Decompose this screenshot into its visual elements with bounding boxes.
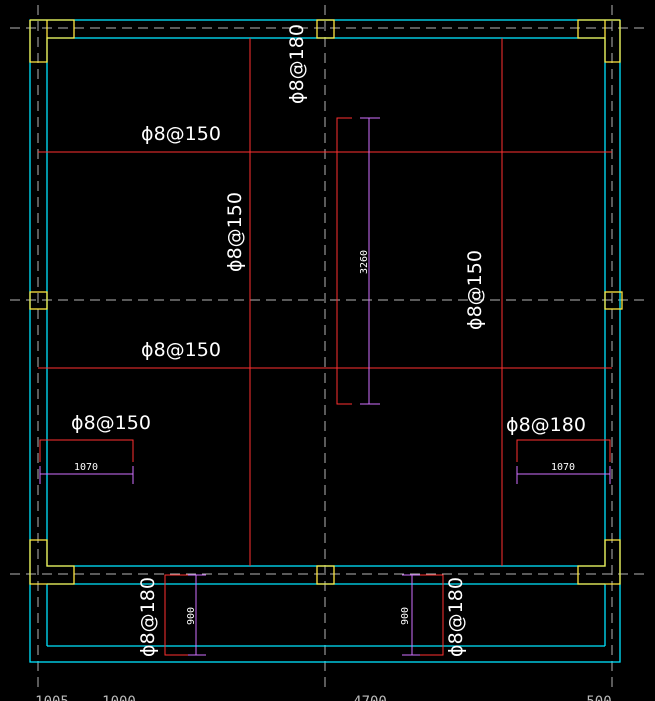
label-bottom-left: ϕ8@180	[137, 577, 159, 657]
label-upper-span: ϕ8@150	[141, 123, 221, 145]
label-top-center: ϕ8@180	[286, 24, 308, 104]
dimension-texts: 3260 1070 1070 900 900	[74, 250, 575, 625]
column-top-left	[29, 19, 75, 63]
axis-label: 4700	[353, 694, 387, 701]
grid-lines	[10, 5, 650, 690]
label-right-support: ϕ8@180	[506, 414, 586, 436]
dimension-lines	[39, 117, 611, 656]
dim-right-extension: 1070	[551, 462, 575, 473]
label-mid-vertical-right: ϕ8@150	[464, 250, 486, 330]
axis-label: 1000	[102, 694, 136, 701]
label-bottom-right: ϕ8@180	[445, 577, 467, 657]
column-bottom-right	[577, 539, 621, 585]
bottom-right-bracket	[413, 574, 444, 656]
opening-bracket	[336, 117, 352, 405]
label-mid-vertical-left: ϕ8@150	[224, 192, 246, 272]
columns	[29, 19, 623, 585]
bottom-axis-labels: 1005 1000 4700 500	[35, 694, 612, 701]
axis-label: 500	[586, 694, 611, 701]
dim-left-extension: 1070	[74, 462, 98, 473]
label-left-support: ϕ8@150	[71, 412, 151, 434]
inner-slab-outline	[46, 37, 606, 567]
column-top-right	[577, 19, 621, 63]
column-mid-right	[604, 291, 623, 310]
column-mid-left	[29, 291, 48, 310]
bottom-left-bracket	[164, 574, 195, 656]
dim-bottom-right-extension: 900	[400, 607, 411, 625]
column-bottom-left	[29, 539, 75, 585]
right-support-bracket	[516, 439, 611, 462]
dim-bottom-left-extension: 900	[186, 607, 197, 625]
column-bottom-center	[316, 565, 335, 585]
axis-label: 1005	[35, 694, 69, 701]
dim-opening-height: 3260	[359, 250, 370, 274]
left-support-bracket	[39, 439, 134, 462]
rebar-lines	[38, 38, 612, 656]
column-top-center	[316, 19, 335, 39]
label-lower-span: ϕ8@150	[141, 339, 221, 361]
rebar-labels: ϕ8@180 ϕ8@150 ϕ8@150 ϕ8@150 ϕ8@150 ϕ8@15…	[71, 24, 586, 657]
